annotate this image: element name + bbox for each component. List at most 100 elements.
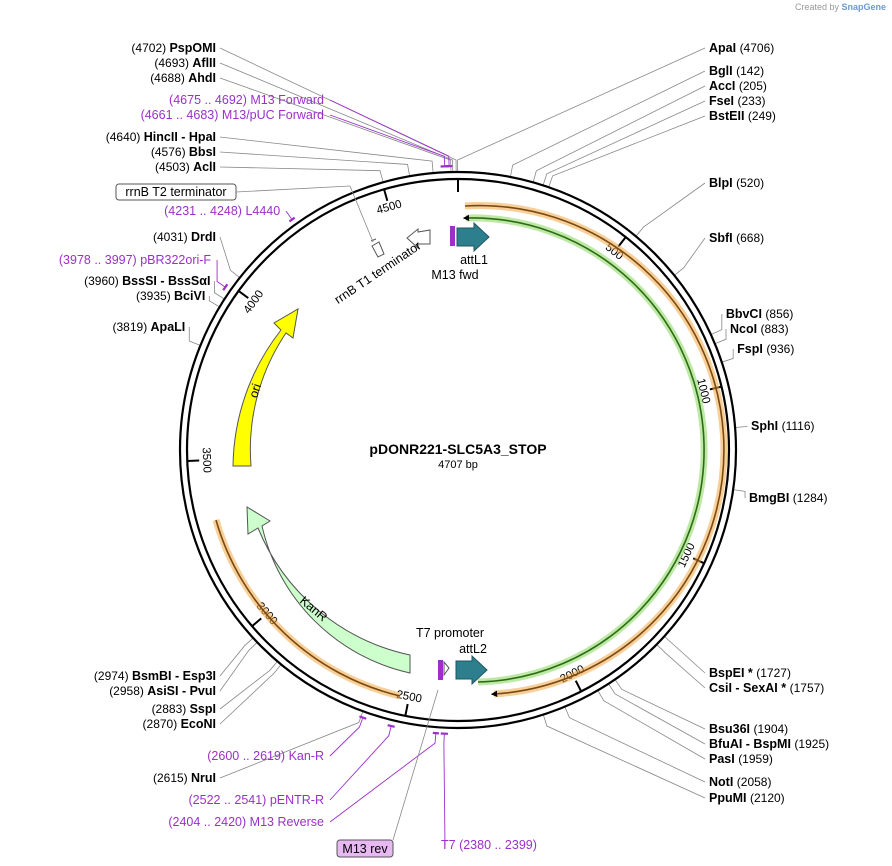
enzyme-label: (4031) DrdI: [153, 230, 216, 244]
enzyme-name: SphI: [751, 419, 782, 433]
enzyme-site-position: (249): [748, 109, 776, 123]
enzyme-site-position: (668): [736, 231, 764, 245]
primer-range: (4231 .. 4248): [164, 204, 245, 218]
enzyme-label: BglI (142): [709, 64, 764, 78]
enzyme-name: PasI: [709, 752, 738, 766]
enzyme-site-position: (856): [765, 307, 793, 321]
rrnb-t2-terminator-label: rrnB T2 terminator: [125, 185, 226, 199]
enzyme-site-position: (205): [739, 79, 767, 93]
primer-name: M13/pUC Forward: [222, 108, 324, 122]
enzyme-name: AsiSI - PvuI: [147, 684, 216, 698]
enzyme-label: ApaI (4706): [709, 41, 774, 55]
enzyme-name: NruI: [191, 771, 216, 785]
enzyme-label: BfuAI - BspMI (1925): [709, 737, 829, 751]
enzyme-name: Bsu36I: [709, 722, 753, 736]
primer-range: (2600 .. 2619): [207, 749, 288, 763]
enzyme-site-position: (1959): [738, 752, 773, 766]
primer-leader: [329, 99, 450, 166]
primer-leader: [285, 211, 292, 219]
m13-fwd-label: M13 fwd: [431, 268, 478, 282]
primer-name: M13 Reverse: [250, 815, 324, 829]
primer-label: T7 (2380 .. 2399): [441, 838, 537, 852]
enzyme-label: BbvCI (856): [726, 307, 794, 321]
enzyme-label: Bsu36I (1904): [709, 722, 788, 736]
enzyme-leader: [219, 637, 254, 677]
primer-binding-mark: [387, 724, 395, 728]
enzyme-label: (4693) AflII: [154, 56, 216, 70]
enzyme-leader: [635, 182, 706, 237]
tick-500: [617, 236, 627, 248]
enzyme-leader: [532, 85, 706, 183]
snapgene-logo-text: SnapGene: [841, 2, 886, 12]
enzyme-name: FseI: [709, 94, 738, 108]
enzyme-site-position: (2058): [737, 775, 772, 789]
ori-label: ori: [246, 382, 264, 400]
attl1-arrow: [456, 221, 490, 253]
enzyme-site-position: (1116): [782, 419, 815, 433]
primer-leader: [329, 114, 446, 166]
enzyme-name: AclI: [193, 160, 216, 174]
tick-4500: [383, 189, 389, 202]
enzyme-site-position: (3935): [136, 289, 174, 303]
enzyme-site-position: (520): [736, 176, 764, 190]
enzyme-site-position: (2870): [143, 717, 181, 731]
enzyme-label: (2883) SspI: [152, 702, 216, 716]
enzyme-leader: [721, 349, 734, 363]
plasmid-name: pDONR221-SLC5A3_STOP: [369, 441, 546, 457]
enzyme-leader: [509, 70, 706, 178]
enzyme-name: AhdI: [188, 71, 216, 85]
enzyme-label: FseI (233): [709, 94, 766, 108]
enzyme-label: (4576) BbsI: [151, 145, 216, 159]
primer-leader: [216, 260, 225, 288]
enzyme-leader: [597, 690, 706, 760]
enzyme-leader: [188, 327, 201, 346]
ori-arrow: [232, 308, 299, 467]
m13-fwd-primer-mark: [450, 226, 455, 246]
enzyme-label: (4702) PspOMI: [131, 41, 216, 55]
tick-3000: [251, 617, 262, 627]
enzyme-label: (4503) AclI: [155, 160, 216, 174]
primer-label: (3978 .. 3997) pBR322ori-F: [59, 253, 212, 267]
primer-range: (3978 .. 3997): [59, 253, 140, 267]
primer-range: (2380 .. 2399): [459, 838, 537, 852]
enzyme-site-position: (883): [761, 322, 789, 336]
primer-label: (2600 .. 2619) Kan-R: [207, 749, 324, 763]
enzyme-name: BglI: [709, 64, 736, 78]
enzyme-name: SspI: [190, 702, 216, 716]
enzyme-site-position: (4576): [151, 145, 189, 159]
enzyme-site-position: (936): [766, 342, 794, 356]
enzyme-leader: [710, 314, 723, 335]
enzyme-leader: [219, 151, 411, 177]
primer-leader: [329, 726, 392, 801]
attl2-arrow: [455, 654, 488, 686]
enzyme-leader: [219, 166, 384, 183]
enzyme-site-position: (4503): [155, 160, 193, 174]
enzyme-name: EcoNI: [181, 717, 216, 731]
enzyme-label: BlpI (520): [709, 176, 764, 190]
enzyme-name: BciVI: [174, 289, 205, 303]
enzyme-name: NotI: [709, 775, 737, 789]
enzyme-name: BfuAI - BspMI: [709, 737, 794, 751]
tick-label-4500: 4500: [375, 198, 403, 217]
enzyme-label: (3935) BciVI: [136, 289, 205, 303]
primer-label: (4675 .. 4692) M13 Forward: [169, 93, 324, 107]
enzyme-name: BlpI: [709, 176, 736, 190]
enzyme-name: BbvCI: [726, 307, 766, 321]
enzyme-leader: [735, 426, 748, 428]
enzyme-leader: [214, 281, 225, 300]
enzyme-name: PpuMI: [709, 791, 750, 805]
enzyme-label: (2974) BsmBI - Esp3I: [94, 669, 216, 683]
enzyme-label: PpuMI (2120): [709, 791, 785, 805]
enzyme-site-position: (1757): [790, 681, 825, 695]
attl1-label: attL1: [460, 253, 488, 267]
enzyme-label: FspI (936): [737, 342, 794, 356]
green-feature-arc-right-core: [462, 214, 705, 683]
enzyme-site-position: (3960): [84, 274, 122, 288]
m13-rev-label: M13 rev: [342, 842, 388, 856]
enzyme-leader: [733, 489, 746, 498]
enzyme-site-position: (3819): [113, 320, 151, 334]
enzyme-leader: [219, 47, 457, 173]
enzyme-leader: [614, 679, 706, 730]
enzyme-label: SphI (1116): [751, 419, 814, 433]
